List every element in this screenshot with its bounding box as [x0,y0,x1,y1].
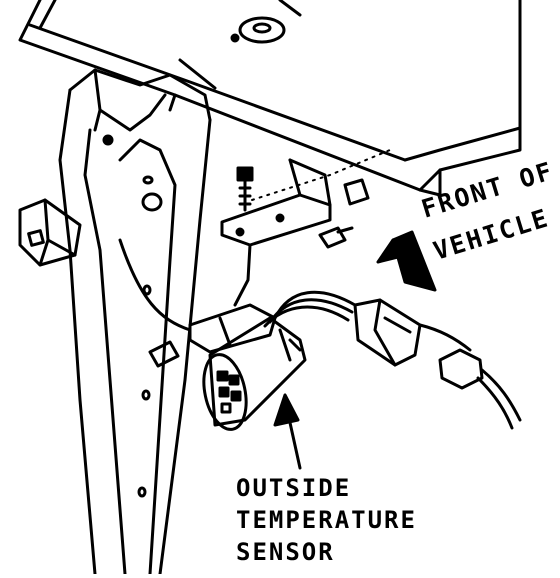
left-bracket [18,198,82,267]
sensor-leader-arrow [273,393,302,470]
outside-temperature-sensor [202,316,307,431]
front-of-vehicle-arrow [376,230,437,292]
sensor-label-line-2: TEMPERATURE [236,506,417,534]
sensor-label-line-1: OUTSIDE [236,474,352,502]
retainer-clip [318,178,370,249]
frame-member [58,68,212,576]
frame-clip [148,340,180,368]
bolt [236,166,254,212]
radiator-support-panel [18,0,522,197]
sensor-label-line-3: SENSOR [236,538,335,566]
dotted-line [251,149,391,201]
mounting-bracket [220,158,332,307]
wiring-harness [118,238,522,430]
sensor-bracket [188,303,277,354]
